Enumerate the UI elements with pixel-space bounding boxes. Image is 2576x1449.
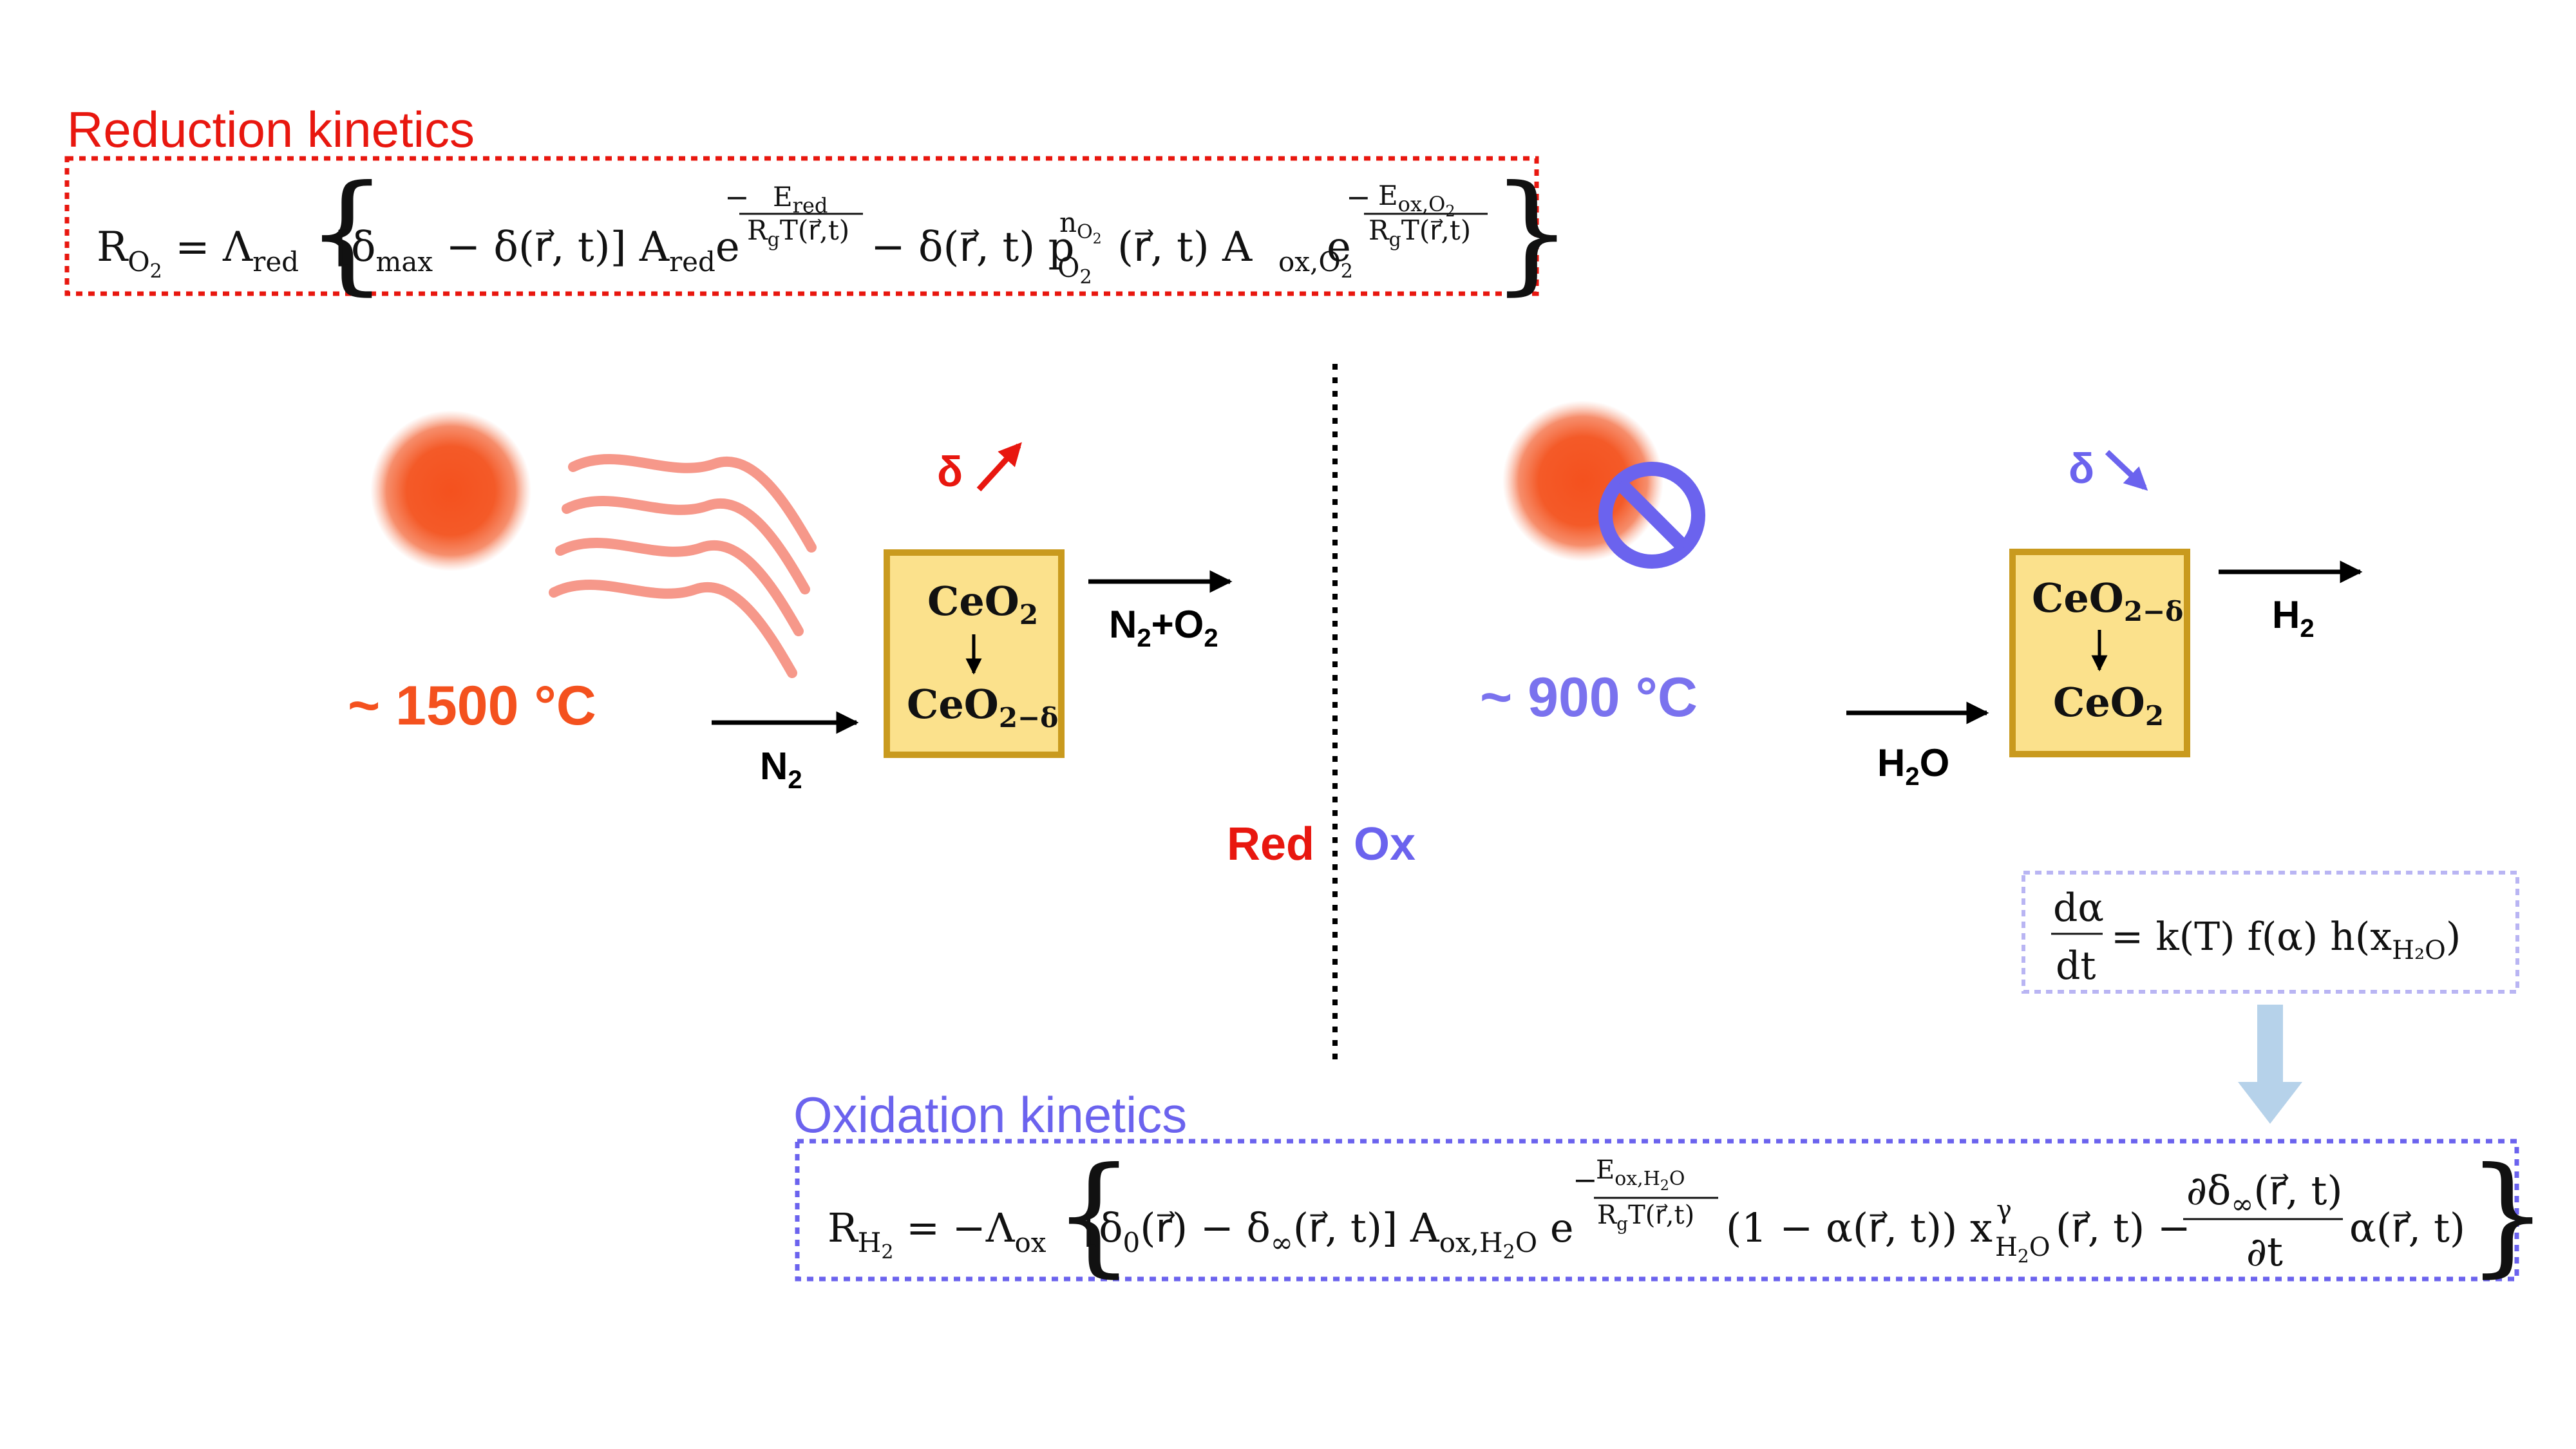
- svg-text:Ered: Ered: [773, 181, 828, 218]
- delta-decrease-arrow-icon: [2105, 450, 2148, 491]
- svg-text:= k(T) f(α) h(xH₂O): = k(T) f(α) h(xH₂O): [2111, 914, 2461, 965]
- oxidation-equation-box: [795, 1139, 2519, 1282]
- reduction-outlet-gas: N2+O2: [1109, 603, 1218, 652]
- reduction-rate-equation: RO2 = Λred { [δmax − δ(r⃗, t)] Arede − E…: [97, 158, 1573, 308]
- svg-text:− δ(r⃗, t) p: − δ(r⃗, t) p: [871, 223, 1074, 271]
- reduction-delta-symbol: δ: [937, 448, 963, 495]
- svg-text:dt: dt: [2056, 943, 2096, 989]
- svg-text:γ: γ: [1996, 1195, 2012, 1225]
- reduction-box-bottom: CeO2−δ: [907, 681, 1058, 734]
- svg-text:(r⃗, t) A: (r⃗, t) A: [1117, 223, 1253, 271]
- reduction-box-top: CeO2: [927, 578, 1038, 630]
- svg-text:(1 − α(r⃗, t)) x: (1 − α(r⃗, t)) x: [1726, 1204, 1993, 1251]
- svg-text:[δ0(r⃗) − δ∞(r⃗, t)] Aox,H2O e: [δ0(r⃗) − δ∞(r⃗, t)] Aox,H2O e: [1083, 1204, 1574, 1264]
- svg-text:∂t: ∂t: [2246, 1228, 2283, 1275]
- no-sun-icon: [1598, 462, 1705, 569]
- oxidation-box-bottom: CeO2: [2053, 679, 2164, 732]
- svg-text:RgT(r⃗,t): RgT(r⃗,t): [747, 214, 849, 251]
- svg-text:−: −: [724, 180, 750, 214]
- delta-increase-arrow-icon: [976, 442, 1022, 492]
- svg-text:α(r⃗, t): α(r⃗, t): [2349, 1204, 2465, 1251]
- svg-text:∂δ∞(r⃗, t): ∂δ∞(r⃗, t): [2186, 1167, 2343, 1220]
- svg-text:RgT(r⃗,t): RgT(r⃗,t): [1368, 214, 1471, 251]
- svg-text:H2O: H2O: [1995, 1233, 2050, 1267]
- svg-text:}: }: [2467, 1140, 2548, 1290]
- oxidation-box-top: CeO2−δ: [2032, 574, 2183, 627]
- svg-text:O2: O2: [1057, 252, 1092, 289]
- oxidation-outlet-gas: H2: [2272, 593, 2315, 643]
- svg-text:{: {: [1053, 1140, 1135, 1290]
- svg-text:RO2 = Λred: RO2 = Λred: [97, 223, 299, 283]
- oxidation-temperature: ~ 900 °C: [1480, 667, 1698, 728]
- svg-text:−: −: [1346, 180, 1371, 214]
- reduction-equation-box: [64, 156, 1539, 296]
- reduction-temperature: ~ 1500 °C: [348, 675, 596, 737]
- heat-sun-icon: [370, 410, 531, 571]
- svg-text:(r⃗, t) −: (r⃗, t) −: [2056, 1204, 2191, 1251]
- svg-text:e: e: [1327, 223, 1351, 271]
- divider-red-label: Red: [1227, 819, 1314, 870]
- svg-text:RH2 = −Λox: RH2 = −Λox: [828, 1204, 1046, 1264]
- svg-text:dα: dα: [2053, 886, 2104, 931]
- svg-text:RgT(r⃗,t): RgT(r⃗,t): [1597, 1200, 1694, 1235]
- oxidation-inlet-gas: H2O: [1877, 741, 1949, 791]
- oxidation-title: Oxidation kinetics: [793, 1086, 1187, 1143]
- svg-text:[δmax − δ(r⃗, t)] Arede: [δmax − δ(r⃗, t)] Arede: [335, 223, 740, 278]
- reduction-inlet-gas: N2: [760, 744, 802, 794]
- oxidation-delta-symbol: δ: [2069, 444, 2094, 492]
- svg-text:−: −: [1573, 1162, 1598, 1197]
- svg-text:Eox,H2O: Eox,H2O: [1596, 1155, 1685, 1194]
- oxidation-rate-equation: RH2 = −Λox { [δ0(r⃗) − δ∞(r⃗, t)] Aox,H2…: [828, 1140, 2548, 1290]
- rate-law-connector-arrow-icon: [2238, 1005, 2302, 1124]
- svg-text:ox,O2: ox,O2: [1278, 246, 1353, 283]
- svg-text:}: }: [1491, 158, 1573, 308]
- divider-ox-label: Ox: [1354, 819, 1416, 870]
- cooling-sun-icon: [1502, 401, 1663, 562]
- reduction-title: Reduction kinetics: [67, 101, 475, 158]
- rate-law-box: [2022, 871, 2519, 994]
- heat-waves-icon: [549, 453, 817, 678]
- svg-text:{: {: [306, 158, 388, 308]
- rate-law-equation: dα dt = k(T) f(α) h(xH₂O): [2051, 886, 2461, 989]
